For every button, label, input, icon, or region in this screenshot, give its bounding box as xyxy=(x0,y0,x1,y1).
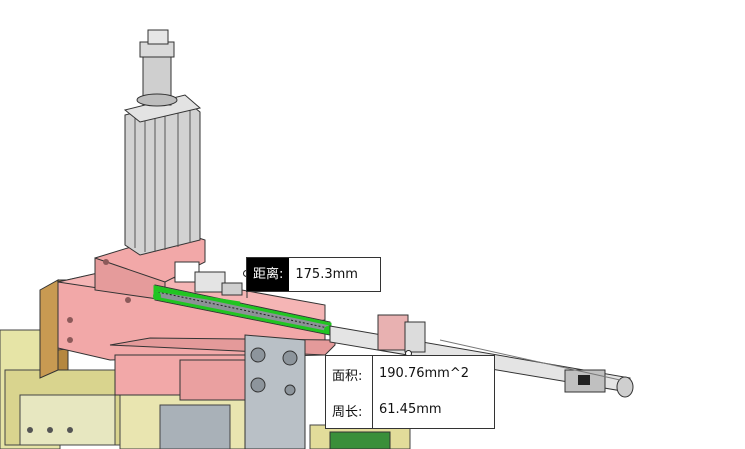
distance-label: 距离: xyxy=(247,258,290,291)
cylinder-fitting xyxy=(194,271,243,296)
face-measure-tooltip: 面积: 190.76mm^2 周长: 61.45mm xyxy=(325,355,495,429)
base-machinery xyxy=(0,329,411,449)
perimeter-value: 61.45mm xyxy=(372,392,494,428)
area-value: 190.76mm^2 xyxy=(372,356,494,392)
distance-value: 175.3mm xyxy=(295,267,358,282)
distance-measure-tooltip: 距离: 175.3mm xyxy=(246,257,381,292)
area-label: 面积: xyxy=(332,368,363,384)
perimeter-label: 周长: xyxy=(332,404,363,420)
vertical-air-cylinder xyxy=(123,29,202,256)
steel-plate xyxy=(244,334,306,449)
